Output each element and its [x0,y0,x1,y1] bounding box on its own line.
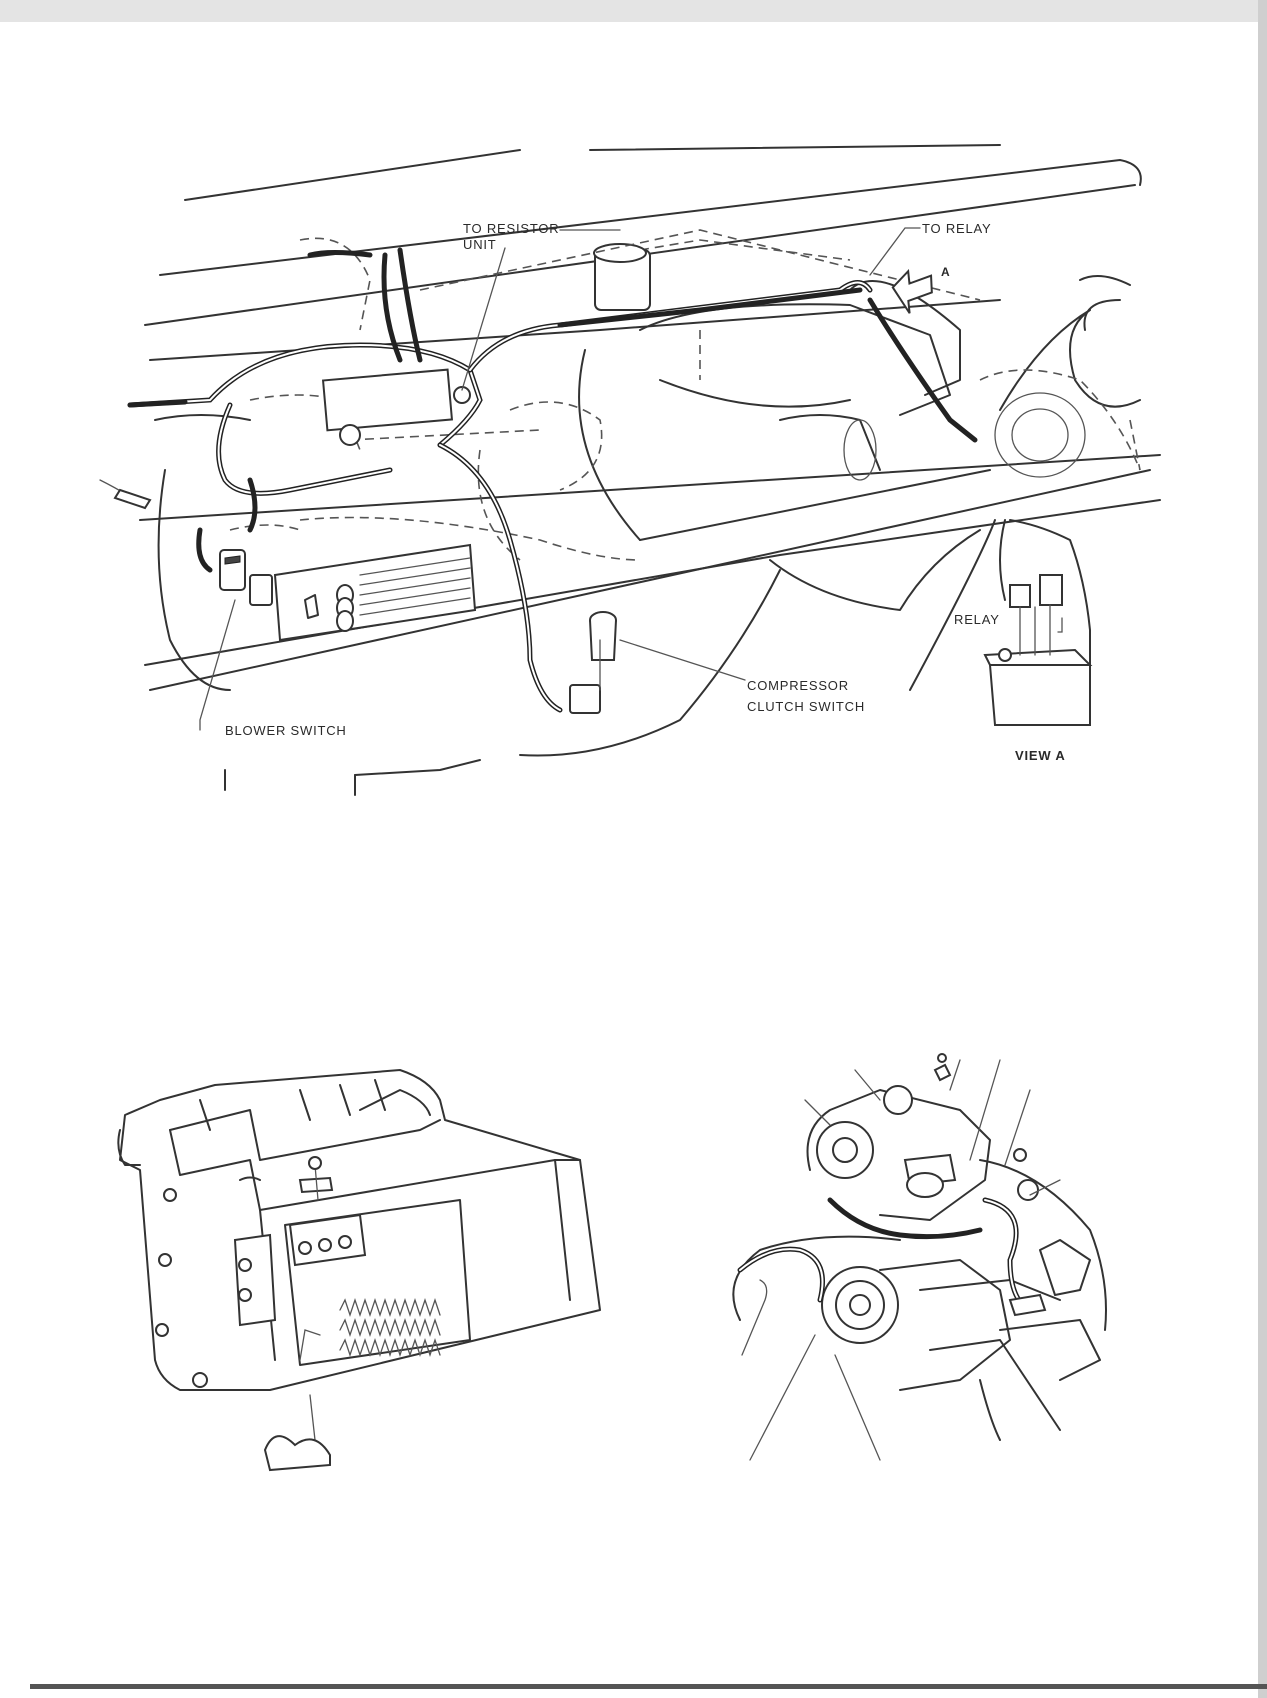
dashboard-outline [139,144,1161,796]
resistor-unit [321,368,471,446]
compressor-label-line2: CLUTCH SWITCH [747,699,866,714]
engine-compartment-illustration [732,1053,1107,1461]
blower-switch-label: BLOWER SWITCH [225,723,347,738]
relay-label: RELAY [954,612,1000,627]
compressor-clutch-switch-part [569,611,617,714]
compressor-label-line1: COMPRESSOR [747,678,849,693]
heater-core-housing [593,239,951,481]
leader-lines [199,227,1063,731]
scan-right-edge [1258,0,1267,1698]
hidden-ducts [229,229,981,561]
to-relay-label: TO RELAY [922,221,992,236]
wiring-harness [99,247,978,713]
to-resistor-label-line2: UNIT [463,237,497,252]
view-a-label: VIEW A [1015,748,1066,763]
blower-switch-assembly [219,543,477,642]
arrow-a-label: A [941,265,951,279]
relay-view-a [909,519,1093,726]
view-a-arrow [891,268,933,314]
scan-bottom-border [30,1684,1267,1689]
blower-resistor-opening [233,1156,471,1472]
blower-housing-illustration [117,1069,601,1391]
to-resistor-label-line1: TO RESISTOR [463,221,560,236]
scan-top-border [0,0,1267,22]
dash-right-structure [849,275,1141,478]
